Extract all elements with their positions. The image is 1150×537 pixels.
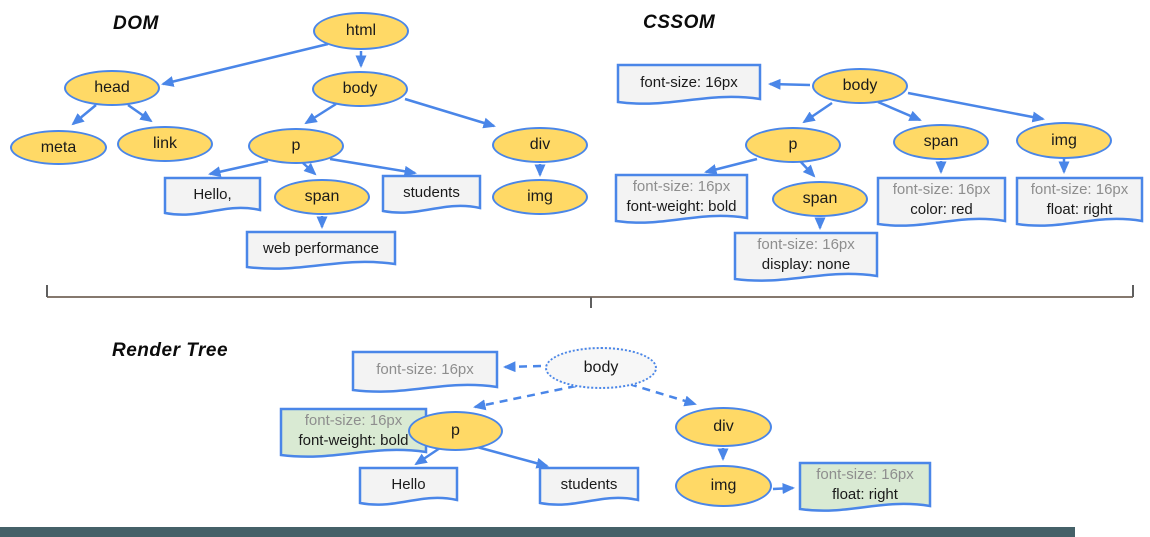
cssom-node-span: span [893,124,989,160]
cssom-node-span-in-p: span [772,181,868,217]
rule-line: font-size: 16px [632,178,731,195]
dom-node-head: head [64,70,160,106]
dom-node-div: div [492,127,588,163]
render-rule-box-p: font-size: 16px font-weight: bold [281,409,426,453]
dom-textnode-students: students [383,176,480,209]
tree-edges [71,42,1070,495]
document-box-shapes [163,63,1144,512]
render-rule-box-body: font-size: 16px [353,352,497,388]
textnode-label: Hello, [193,185,232,203]
dom-node-img: img [492,179,588,215]
rule-line: color: red [910,201,973,218]
render-textnode-hello: Hello [360,468,457,501]
render-node-div: div [675,407,772,447]
textnode-label: students [403,183,460,201]
rule-line: font-size: 16px [304,412,403,429]
rule-line: font-size: 16px [640,73,738,91]
dom-textnode-hello: Hello, [165,178,260,211]
dom-node-span: span [274,179,370,215]
dom-title: DOM [113,13,159,34]
cssom-node-img: img [1016,122,1112,159]
dom-node-body: body [312,71,408,107]
rule-line: float: right [832,486,898,503]
cssom-rule-box-span-in-p: font-size: 16px display: none [735,233,877,277]
cssom-rule-box-span: font-size: 16px color: red [878,178,1005,222]
dom-node-meta: meta [10,130,107,165]
render-tree-title: Render Tree [112,340,229,361]
render-node-body: body [545,347,657,389]
rule-line: font-weight: bold [626,198,737,215]
rule-line: display: none [761,256,851,273]
dom-node-p: p [248,128,344,164]
rule-line: float: right [1046,201,1113,218]
cssom-node-p: p [745,127,841,163]
render-node-img: img [675,465,772,507]
rule-line: font-size: 16px [816,466,914,483]
rule-line: font-size: 16px [376,361,474,378]
textnode-label: web performance [263,239,379,257]
rule-line: font-size: 16px [1030,181,1129,198]
rule-line: font-size: 16px [757,236,855,253]
render-rule-box-img: font-size: 16px float: right [800,463,930,507]
rule-line: font-size: 16px [892,181,991,198]
cssom-node-body: body [812,68,908,104]
textnode-label: Hello [391,475,426,493]
cssom-rule-box-body: font-size: 16px [618,65,760,100]
render-textnode-students: students [540,468,638,501]
cssom-rule-box-p: font-size: 16px font-weight: bold [616,175,747,219]
cssom-rule-box-img: font-size: 16px float: right [1017,178,1142,222]
render-node-p: p [408,411,503,451]
divider-line [46,285,1134,308]
bottom-bar [0,527,1075,537]
cssom-title: CSSOM [643,12,716,33]
dom-textnode-web-performance: web performance [247,232,395,265]
textnode-label: students [560,475,618,493]
rule-line: font-weight: bold [298,432,409,449]
dom-node-link: link [117,126,213,162]
dom-node-html: html [313,12,409,50]
